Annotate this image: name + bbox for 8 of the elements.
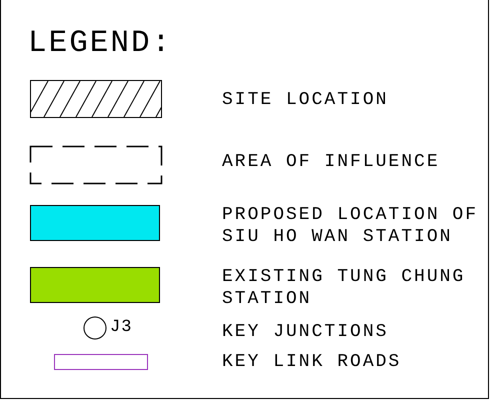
- legend-title: LEGEND:: [28, 26, 172, 62]
- legend-text: SITE LOCATION: [222, 89, 390, 111]
- legend-text: KEY LINK ROADS: [222, 351, 402, 373]
- legend-text: KEY JUNCTIONS: [222, 321, 390, 343]
- legend-text: AREA OF INFLUENCE: [222, 151, 441, 173]
- legend-text: EXISTING TUNG CHUNG STATION: [222, 266, 466, 310]
- junction-label: J3: [110, 318, 132, 338]
- legend-text: PROPOSED LOCATION OF SIU HO WAN STATION: [222, 204, 480, 248]
